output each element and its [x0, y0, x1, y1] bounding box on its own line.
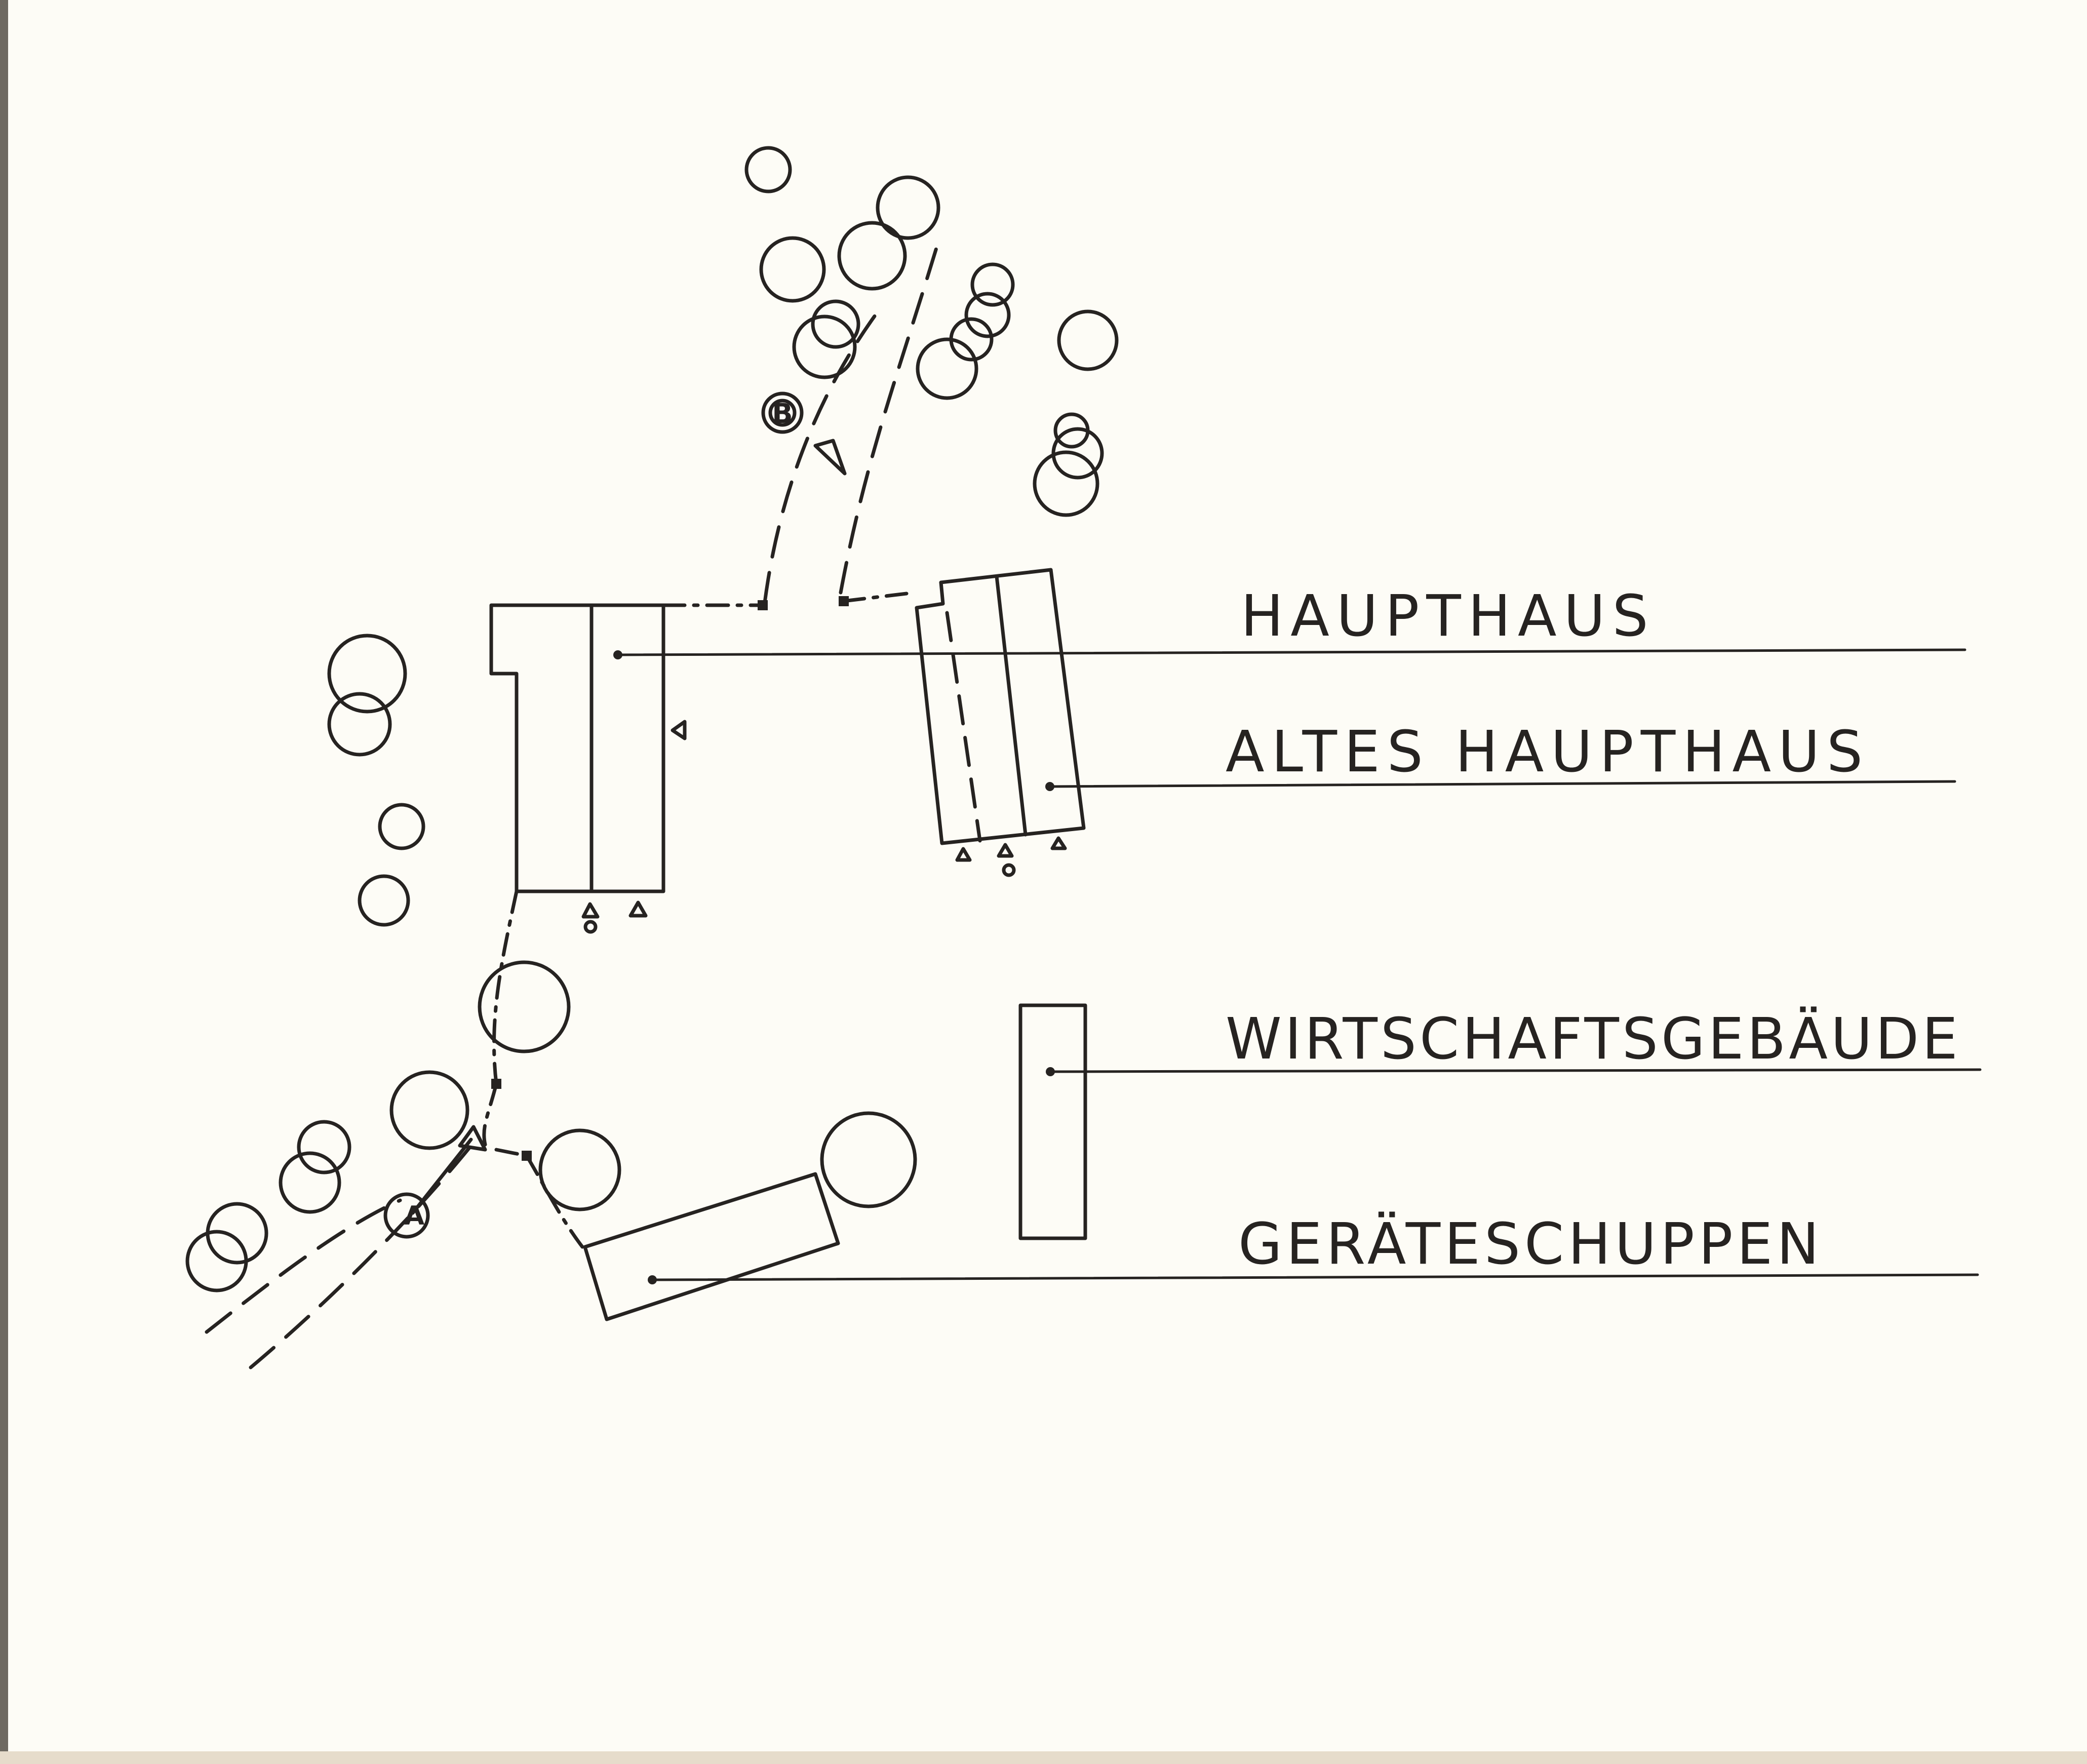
- label-wirtschaftsgebaeude: WIRTSCHAFTSGEBÄUDE: [1226, 1006, 1961, 1072]
- tree-icon: [970, 262, 1015, 307]
- fence-segment: [841, 592, 909, 603]
- label-geraeteschuppen: GERÄTESCHUPPEN: [1238, 1211, 1823, 1277]
- marked-tree-icon: [383, 1192, 430, 1239]
- leader-line-haupthaus: [616, 648, 1966, 656]
- tree-icon: [378, 803, 425, 850]
- tree-icon: [916, 337, 978, 400]
- marked-tree-upper: [761, 391, 847, 476]
- tree-icon: [297, 1120, 351, 1174]
- building-outline: [1018, 1003, 1087, 1240]
- entrance-marker-icon: [1050, 836, 1067, 850]
- entrance-marker-icon: [671, 720, 687, 740]
- tree-icon: [744, 146, 792, 193]
- tree-icon: [389, 1070, 469, 1150]
- tree-icon: [185, 1230, 248, 1292]
- tree-icon: [358, 874, 410, 927]
- tree-icon: [876, 175, 940, 240]
- paper-left-edge: [0, 0, 8, 1764]
- tree-icon: [837, 221, 907, 291]
- entrance-marker-icon: [997, 843, 1014, 858]
- tree-marker-label-lower: A: [404, 1201, 424, 1231]
- leader-line-geraeteschuppen: [651, 1273, 1979, 1281]
- building-outline: [489, 603, 665, 893]
- building-divider: [995, 574, 1028, 837]
- fence-segment: [494, 1148, 529, 1158]
- leader-lines: [616, 648, 1982, 1281]
- entrance-marker-icon: [955, 847, 972, 862]
- tree-icon: [327, 692, 392, 757]
- fence-post: [522, 1151, 532, 1161]
- building-haupthaus: [489, 603, 687, 934]
- tree-icon: [478, 960, 571, 1053]
- path-upper-right-edge: [839, 236, 941, 595]
- tree-icon: [964, 292, 1011, 338]
- path-lower-right-edge: [249, 1138, 478, 1369]
- tree-icon: [792, 315, 857, 379]
- fence-post: [758, 600, 768, 610]
- view-direction-arrow-icon: [813, 439, 847, 476]
- tree-marker-label-upper: B: [772, 398, 793, 429]
- path-upper-left-edge: [763, 312, 878, 605]
- entrance-marker-icon: [628, 900, 648, 918]
- marked-tree-icon: [761, 391, 804, 434]
- entrance-marker-icon: [583, 920, 598, 934]
- entrance-marker-icon: [1002, 863, 1016, 877]
- leader-line-wirtschaftsgebaeude: [1049, 1068, 1982, 1073]
- fence-post: [839, 596, 849, 606]
- building-inner-dashed-line: [945, 611, 982, 843]
- fence-lines: [482, 592, 909, 1249]
- tree-icon: [1033, 450, 1099, 517]
- tree-icon: [279, 1151, 341, 1214]
- path-lower-left-edge: [205, 1198, 402, 1334]
- tree-icon: [820, 1111, 917, 1208]
- trees: [185, 146, 1119, 1292]
- marked-tree-inner-ring: [768, 399, 797, 427]
- tree-icon: [538, 1128, 621, 1211]
- paths: [205, 236, 941, 1369]
- view-direction-arrow-icon: [458, 1125, 487, 1152]
- entrance-marker-icon: [581, 902, 600, 919]
- tree-icon: [759, 236, 826, 303]
- label-haupthaus: HAUPTHAUS: [1241, 583, 1656, 649]
- leader-line-altes-haupthaus: [1048, 780, 1956, 788]
- tree-icon: [1057, 309, 1119, 371]
- fence-segment: [525, 1154, 584, 1249]
- building-altes-haupthaus: [915, 568, 1086, 877]
- tree-icon: [811, 299, 860, 349]
- paper-bottom-edge: [0, 1751, 2087, 1764]
- fence-posts: [491, 596, 849, 1161]
- building-outline: [583, 1172, 840, 1321]
- tree-icon: [327, 634, 407, 714]
- building-outline: [915, 568, 1086, 845]
- label-altes-haupthaus: ALTES HAUPTHAUS: [1226, 719, 1870, 785]
- fence-segment: [492, 889, 519, 1086]
- fence-segment: [482, 1082, 498, 1147]
- fence-post: [491, 1079, 501, 1089]
